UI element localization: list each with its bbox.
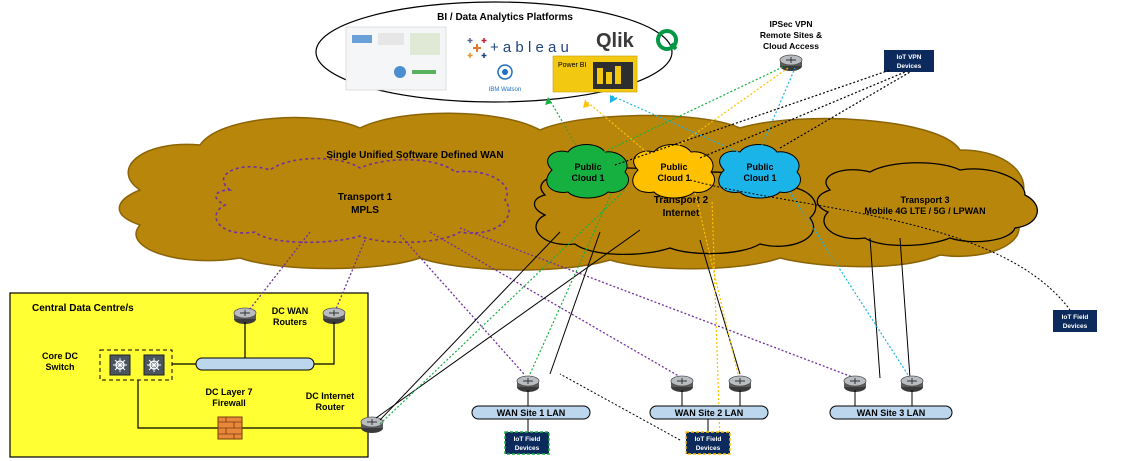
qlik-icon: [656, 29, 678, 51]
arrow-heads: [545, 97, 552, 105]
public-cloud-orange: Public Cloud 1: [632, 144, 716, 199]
site3-lan-bar: [829, 405, 953, 420]
transport3-mobile-cloud: [816, 162, 1038, 247]
mpls-links: [249, 227, 856, 379]
transport3-line1: Transport 3: [900, 195, 949, 205]
ipsec-vpn-router-icon: [779, 54, 803, 72]
site3-router-2-icon: [900, 375, 924, 393]
ipsec-label-line1: IPSec VPN: [770, 19, 813, 29]
iot-vpn-devices: IoT VPN Devices: [884, 50, 934, 72]
transport1-line1: Transport 1: [338, 192, 393, 203]
iot-vpn-line2: Devices: [897, 63, 922, 70]
cloud-green-line2: Cloud 1: [572, 173, 605, 183]
wan-site-3: WAN Site 3 LAN: [829, 375, 953, 420]
site1-iot-line1: IoT Field: [514, 436, 541, 443]
site1-iot-line2: Devices: [515, 445, 540, 452]
site3-router-1-icon: [843, 375, 867, 393]
iot-vpn-box: [884, 50, 934, 72]
bi-platforms-title: BI / Data Analytics Platforms: [437, 12, 573, 23]
transport1-line2: MPLS: [351, 205, 379, 216]
site-link: [559, 373, 681, 441]
tableau-wordmark: + a b l e a u: [490, 39, 569, 56]
dashboard-chart-icon: [378, 33, 404, 45]
internet-router-label-1: DC Internet: [306, 391, 355, 401]
core-switch-group: [99, 349, 173, 381]
site2-iot-line1: IoT Field: [695, 436, 722, 443]
site1-lan-bar: [471, 405, 591, 420]
firewall-label-2: Firewall: [212, 398, 246, 408]
site2-lan-label: WAN Site 2 LAN: [675, 408, 744, 418]
cloud-orange-line1: Public: [660, 162, 687, 172]
datacentre-title: Central Data Centre/s: [32, 303, 134, 314]
site1-iot-box: [504, 431, 550, 455]
dashboard-chart-icon: [410, 33, 440, 55]
ipsec-vpn-group: IPSec VPN Remote Sites & Cloud Access: [760, 19, 822, 72]
cloud-blue-line1: Public: [746, 162, 773, 172]
ibm-watson-logo: IBM Watson: [489, 64, 521, 93]
core-switch-label-1: Core DC: [42, 351, 79, 361]
site1-lan-label: WAN Site 1 LAN: [497, 408, 566, 418]
watson-wordmark: IBM Watson: [489, 87, 521, 93]
wan-site-1: WAN Site 1 LAN IoT Field Devices: [471, 375, 591, 455]
dc-wan-label-2: Routers: [273, 317, 307, 327]
transport1-mpls-cloud: [215, 157, 510, 244]
qlik-logo: Qlik: [596, 29, 678, 52]
dc-wan-router-1-icon: [233, 307, 257, 325]
dashboard-pie-icon: [394, 66, 406, 78]
iot-field-devices-right: IoT Field Devices: [1053, 310, 1097, 332]
internet-router-label-2: Router: [316, 402, 345, 412]
site3-lan-label: WAN Site 3 LAN: [857, 408, 926, 418]
cloud-green-line1: Public: [574, 162, 601, 172]
site2-router-2-icon: [728, 375, 752, 393]
ipsec-label-line2: Remote Sites &: [760, 30, 822, 40]
dashboard-chart-icon: [352, 35, 372, 43]
dc-wan-router-2-icon: [322, 307, 346, 325]
dc-wan-label-1: DC WAN: [272, 306, 309, 316]
site2-lan-bar: [649, 405, 769, 420]
cloud-blue-line2: Cloud 1: [744, 173, 777, 183]
wan-site-2: WAN Site 2 LAN IoT Field Devices: [649, 375, 769, 455]
orange-links: [694, 191, 739, 441]
core-switch-2-icon: [143, 354, 165, 376]
blue-links: [789, 191, 911, 379]
powerbi-logo: Power BI: [552, 55, 638, 93]
watson-icon: [497, 64, 513, 80]
iot-field-link: [689, 179, 1071, 311]
iot-field-right-line2: Devices: [1063, 323, 1088, 330]
powerbi-wordmark: Power BI: [558, 62, 586, 69]
transport3-line2: Mobile 4G LTE / 5G / LPWAN: [864, 206, 985, 216]
core-switch-label-2: Switch: [45, 362, 74, 372]
cloud-links: [547, 65, 911, 166]
datacentre-box: [9, 292, 369, 458]
dc-backbone-bar: [195, 357, 315, 371]
dashboard-bar-icon: [412, 70, 436, 74]
ipsec-label-line3: Cloud Access: [763, 41, 819, 51]
site2-router-1-icon: [670, 375, 694, 393]
qlik-wordmark: Qlik: [596, 30, 635, 52]
transport2-line2: Internet: [663, 208, 700, 219]
public-cloud-green: Public Cloud 1: [546, 144, 630, 199]
transport2-line1: Transport 2: [654, 195, 709, 206]
cloud-orange-line2: Cloud 1: [658, 173, 691, 183]
tableau-logo: + a b l e a u: [467, 38, 569, 58]
core-switch-1-icon: [109, 354, 131, 376]
sdwan-title: Single Unified Software Defined WAN: [326, 150, 503, 161]
green-links: [379, 189, 626, 425]
site1-router-icon: [516, 375, 540, 393]
central-data-centre: Central Data Centre/s DC WAN Routers Cor…: [9, 292, 369, 458]
site2-iot-line2: Devices: [696, 445, 721, 452]
dc-firewall-icon: [217, 416, 243, 440]
bi-platforms-group: BI / Data Analytics Platforms + a b l e …: [315, 1, 678, 103]
internet-links: [375, 229, 911, 421]
iot-field-right-line1: IoT Field: [1062, 314, 1089, 321]
firewall-label-1: DC Layer 7: [205, 387, 252, 397]
dc-internet-router-icon: [360, 416, 384, 434]
iot-vpn-line1: IoT VPN: [897, 54, 922, 61]
site2-iot-box: [685, 431, 731, 455]
public-cloud-blue: Public Cloud 1: [718, 144, 802, 199]
